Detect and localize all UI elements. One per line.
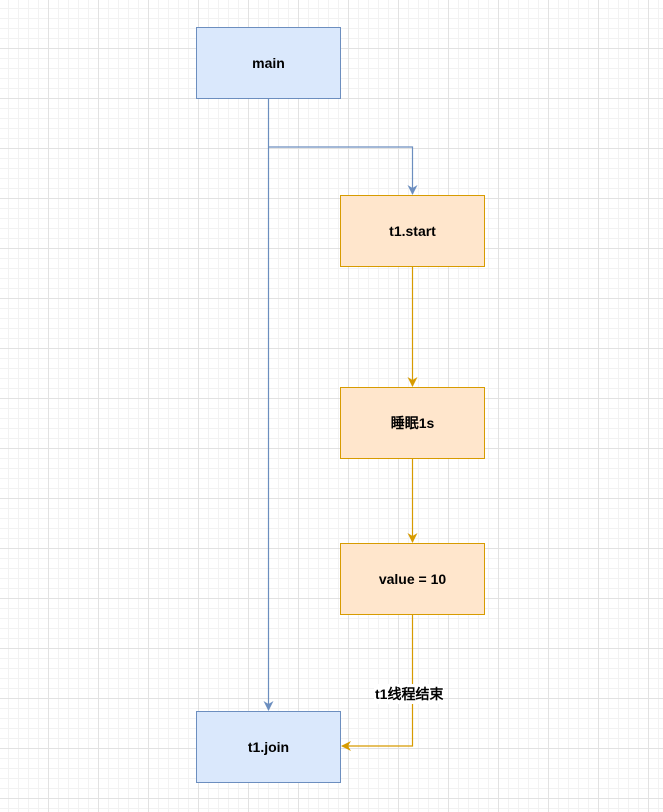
node-value-assign[interactable]: value = 10	[340, 543, 485, 615]
node-main[interactable]: main	[196, 27, 341, 99]
node-t1-join-label: t1.join	[247, 739, 290, 755]
edge-label-thread-end: t1线程结束	[374, 684, 445, 704]
node-sleep[interactable]: 睡眠1s	[340, 387, 485, 459]
node-sleep-label: 睡眠1s	[390, 415, 435, 431]
edge-value-to-join	[341, 615, 414, 751]
node-value-assign-label: value = 10	[378, 571, 447, 587]
node-t1-start-label: t1.start	[389, 223, 436, 239]
node-t1-start[interactable]: t1.start	[340, 195, 485, 267]
node-main-label: main	[252, 55, 285, 71]
edge-main-to-start	[268, 146, 418, 195]
node-t1-join[interactable]: t1.join	[196, 711, 341, 783]
